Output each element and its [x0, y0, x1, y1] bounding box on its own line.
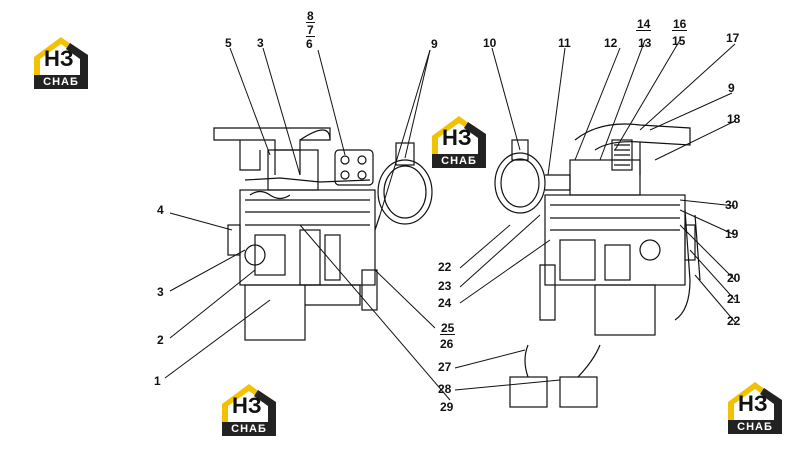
right-engine-drawing	[494, 123, 701, 336]
callout-7: 7	[306, 23, 315, 37]
callout-19: 19	[725, 227, 739, 241]
callout-30: 30	[725, 198, 739, 212]
callout-18: 18	[727, 112, 741, 126]
callout-20: 20	[727, 271, 741, 285]
logo-house-icon	[222, 384, 276, 422]
callout-24: 24	[438, 296, 452, 310]
callout-9-right: 9	[728, 81, 735, 95]
left-engine-drawing	[213, 127, 433, 341]
callout-8: 8	[306, 9, 315, 23]
callout-29: 29	[440, 400, 454, 414]
callout-2: 2	[157, 333, 164, 347]
callout-14: 14	[636, 17, 652, 31]
logo-text: СНАБ	[34, 75, 88, 89]
logo-text: СНАБ	[222, 422, 276, 436]
callout-23: 23	[438, 279, 452, 293]
callout-5: 5	[225, 36, 232, 50]
callout-22-mid: 22	[438, 260, 452, 274]
callout-16: 16	[672, 17, 688, 31]
callout-22-right: 22	[727, 314, 741, 328]
callout-13: 13	[638, 36, 652, 50]
logo-text: СНАБ	[432, 154, 486, 168]
logo-mark: НЗ	[44, 46, 74, 71]
logo-text: СНАБ	[728, 420, 782, 434]
callout-26: 26	[440, 337, 454, 351]
callout-17: 17	[726, 31, 740, 45]
callout-1: 1	[154, 374, 161, 388]
callout-15: 15	[672, 34, 686, 48]
logo-mark: НЗ	[442, 125, 472, 150]
logo-mark: НЗ	[738, 391, 768, 416]
callout-3-left: 3	[157, 285, 164, 299]
callout-4: 4	[157, 203, 164, 217]
callout-6: 6	[306, 37, 313, 51]
callout-28: 28	[438, 382, 452, 396]
callout-10: 10	[483, 36, 497, 50]
logo-house-icon	[728, 382, 782, 420]
callout-11: 11	[558, 36, 571, 50]
logo-bottom-right: НЗ СНАБ	[724, 378, 786, 436]
callout-9-left: 9	[431, 37, 438, 51]
callout-25: 25	[440, 321, 456, 335]
logo-house-icon	[34, 37, 88, 75]
logo-mark: НЗ	[232, 393, 262, 418]
callout-21: 21	[727, 292, 741, 306]
batteries-drawing	[509, 344, 601, 408]
callout-27: 27	[438, 360, 452, 374]
logo-center: НЗ СНАБ	[428, 112, 490, 170]
logo-house-icon	[432, 116, 486, 154]
callout-3-top: 3	[257, 36, 264, 50]
logo-bottom-left: НЗ СНАБ	[218, 380, 280, 438]
callout-12: 12	[604, 36, 618, 50]
logo-top-left: НЗ СНАБ	[30, 33, 92, 91]
